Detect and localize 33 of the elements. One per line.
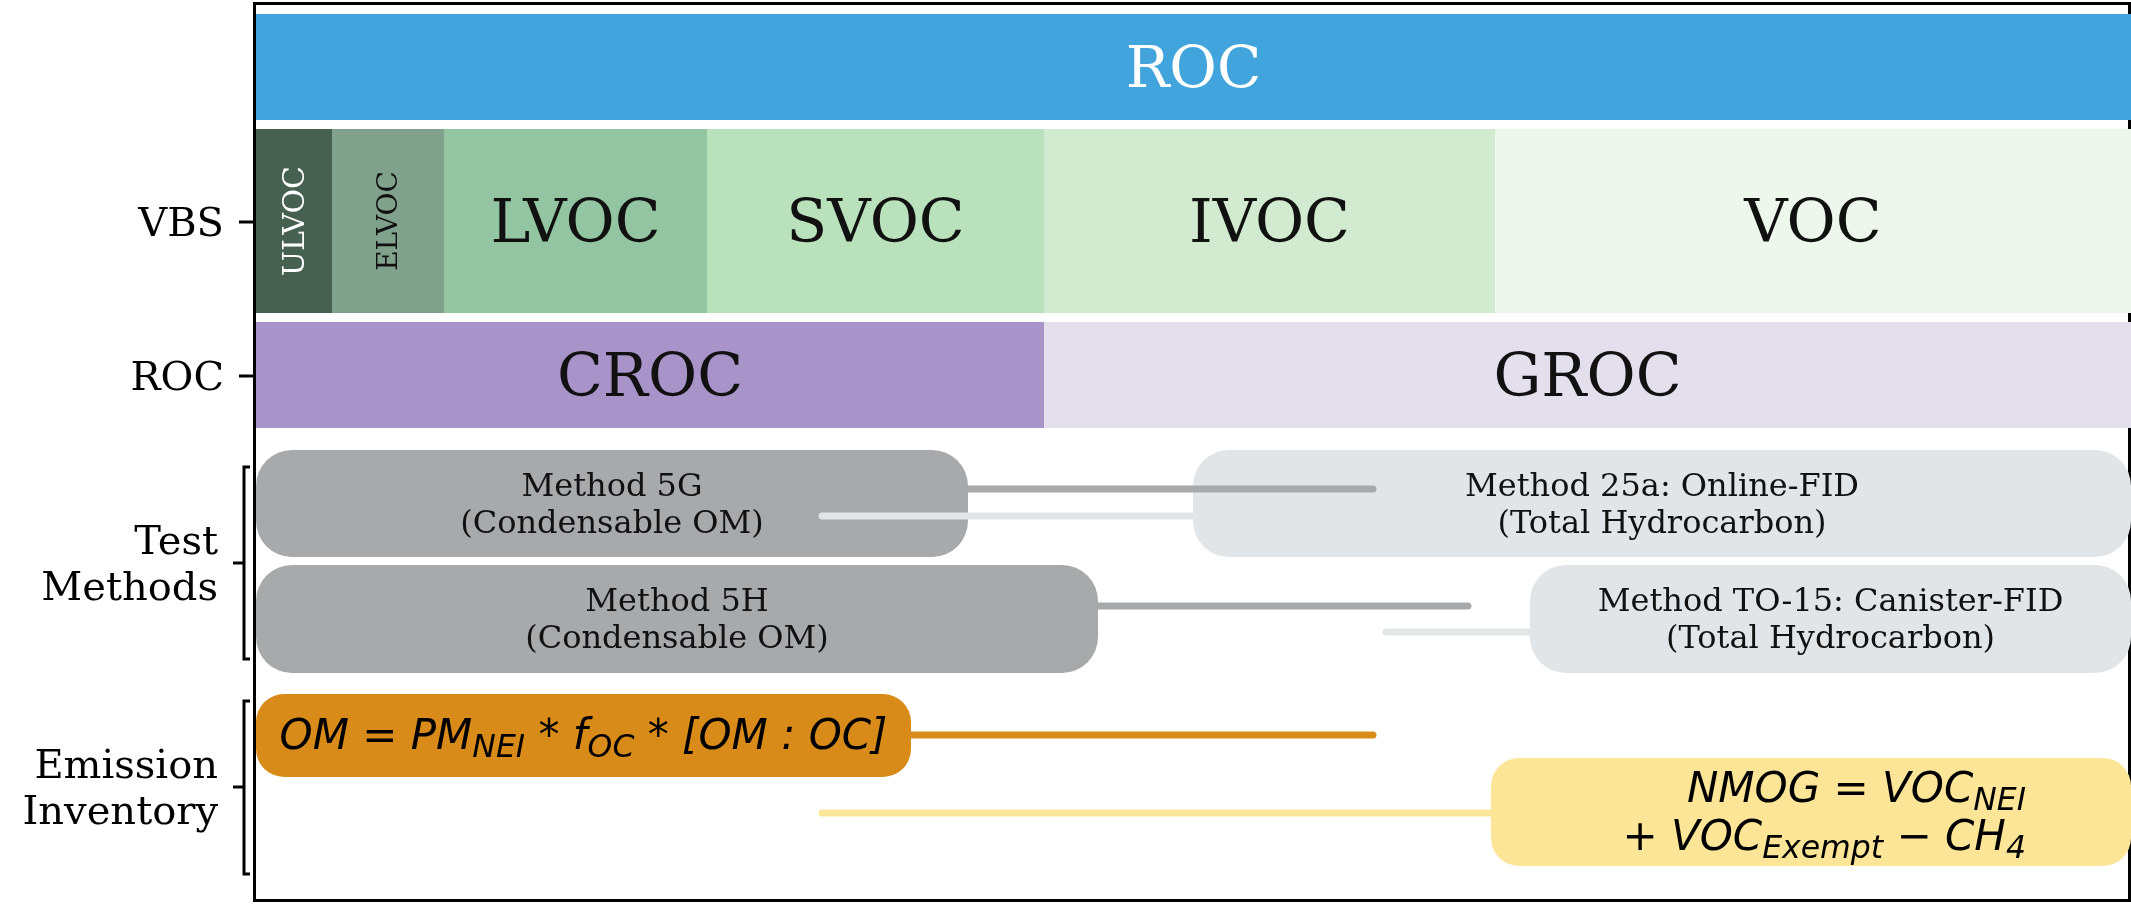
category-band bbox=[256, 322, 1044, 428]
band-label: ROC bbox=[1125, 38, 1262, 96]
formula: OM = PM$_{NEI}$ * f$_{OC}$ * [OM : OC] bbox=[279, 711, 888, 760]
category-band bbox=[332, 129, 444, 313]
category-band bbox=[1044, 129, 1495, 313]
axis-label: ROC bbox=[129, 352, 224, 401]
band-label: GROC bbox=[1493, 345, 1682, 405]
category-band bbox=[444, 129, 707, 313]
method-box bbox=[256, 565, 1098, 673]
category-band bbox=[256, 14, 2131, 120]
band-label: LVOC bbox=[490, 191, 661, 251]
category-band bbox=[1044, 322, 2131, 428]
method-label: Method 5G (Condensable OM) bbox=[459, 466, 765, 541]
band-label: CROC bbox=[556, 345, 744, 405]
axis-label: Test Methods bbox=[40, 516, 218, 611]
band-label: ELVOC bbox=[374, 171, 402, 271]
band-label: ULVOC bbox=[279, 165, 309, 277]
axis-label: VBS bbox=[137, 198, 224, 247]
band-label: IVOC bbox=[1188, 191, 1351, 251]
formula-box bbox=[1491, 758, 2131, 866]
method-box bbox=[1193, 450, 2131, 557]
method-box bbox=[1530, 565, 2131, 673]
axis-label: Emission Inventory bbox=[21, 740, 218, 835]
method-label: Method TO-15: Canister-FID (Total Hydrocarbon) bbox=[1596, 582, 2065, 656]
band-label: VOC bbox=[1744, 191, 1882, 251]
band-label: SVOC bbox=[786, 191, 965, 251]
method-label: Method 25a: Online-FID (Total Hydrocarbon) bbox=[1464, 466, 1860, 541]
method-box bbox=[256, 450, 968, 557]
method-label: Method 5H (Condensable OM) bbox=[524, 582, 830, 656]
category-band bbox=[707, 129, 1044, 313]
formula-box bbox=[256, 694, 911, 777]
category-band bbox=[256, 129, 332, 313]
category-band bbox=[1495, 129, 2131, 313]
